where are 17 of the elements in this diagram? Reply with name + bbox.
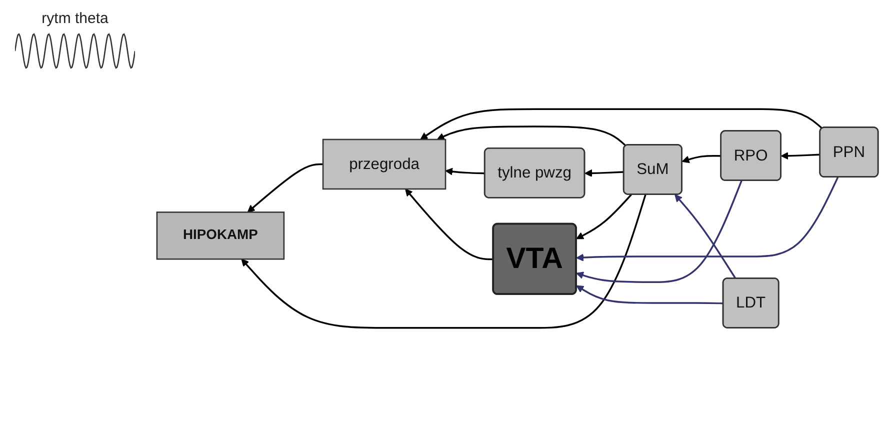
arrow: [584, 169, 624, 177]
node-box: HIPOKAMP: [156, 212, 285, 260]
arrow: [420, 108, 823, 140]
arrow: [576, 180, 742, 283]
arrow: [780, 152, 820, 160]
arrow: [576, 285, 724, 304]
arrow: [436, 126, 626, 146]
wave-label: rytm theta: [42, 10, 108, 27]
arrow: [241, 194, 646, 329]
arrow: [674, 194, 736, 280]
arrow: [576, 176, 839, 262]
arrow: [405, 188, 494, 260]
arrow: [682, 154, 722, 164]
arrow: [445, 168, 486, 176]
arrow: [247, 163, 324, 213]
node-box: przegroda: [322, 138, 446, 190]
arrow: [576, 194, 632, 240]
